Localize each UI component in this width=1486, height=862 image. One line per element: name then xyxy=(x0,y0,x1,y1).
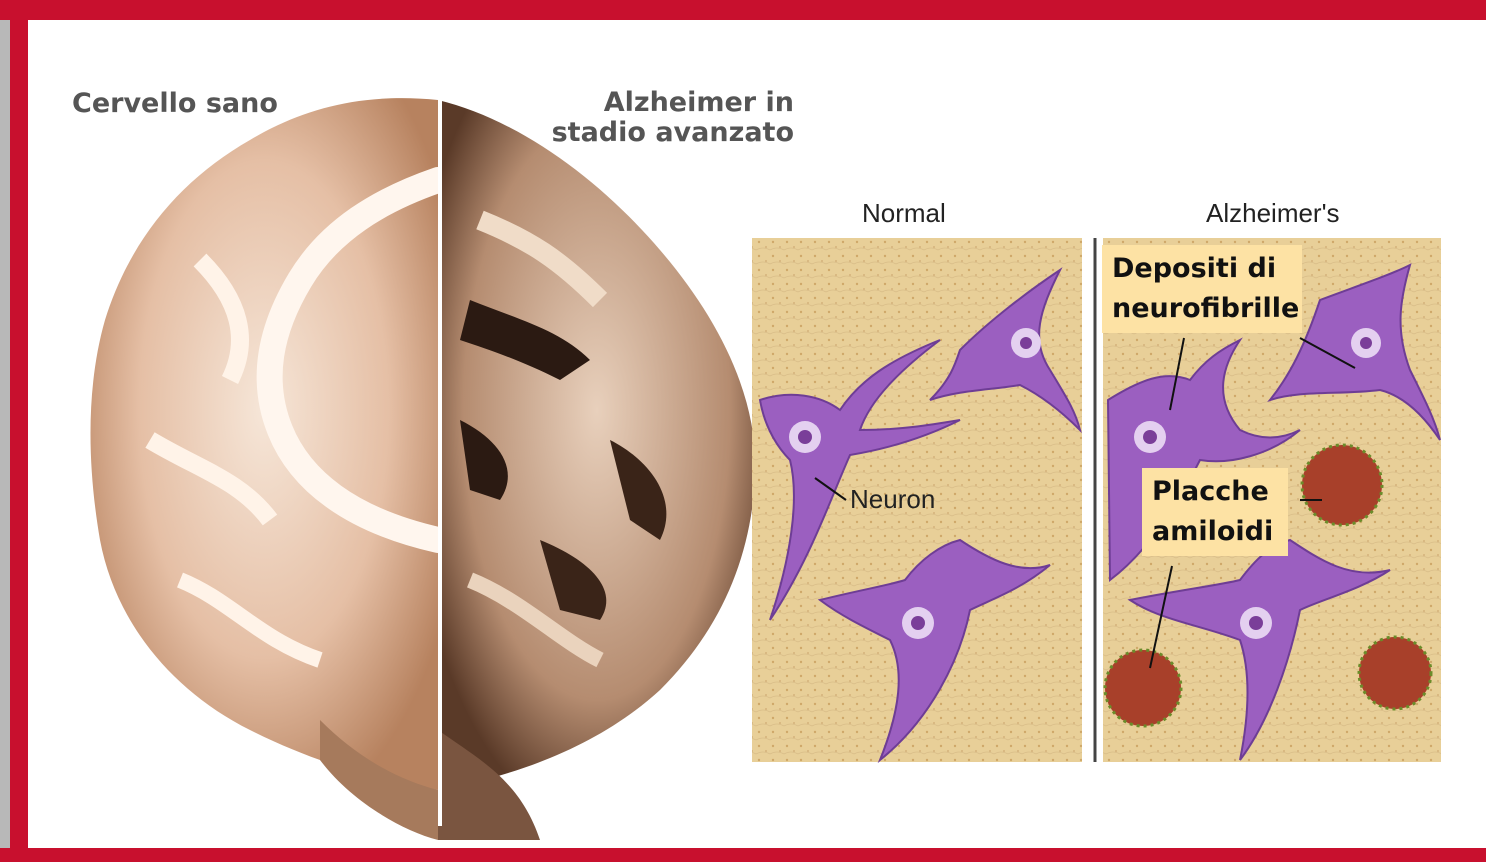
healthy-brain-half xyxy=(90,98,438,840)
alzheimer-panel-title: Alzheimer's xyxy=(1206,198,1340,229)
neuron-label: Neuron xyxy=(850,484,935,515)
neurofibril-deposits-callout: Depositi di neurofibrille xyxy=(1102,245,1302,333)
advanced-alzheimer-label: Alzheimer in stadio avanzato xyxy=(520,88,794,148)
plaques-callout-line1: Placche xyxy=(1152,472,1278,512)
neurofibril-callout-line2: neurofibrille xyxy=(1112,289,1292,329)
advanced-alzheimer-label-line1: Alzheimer in xyxy=(520,88,794,118)
advanced-alzheimer-label-line2: stadio avanzato xyxy=(520,118,794,148)
alzheimer-brain-half xyxy=(438,100,755,840)
normal-panel-title: Normal xyxy=(862,198,946,229)
healthy-brain-label: Cervello sano xyxy=(72,88,278,119)
plaques-callout-line2: amiloidi xyxy=(1152,512,1278,552)
neurofibril-callout-line1: Depositi di xyxy=(1112,249,1292,289)
amyloid-plaques-callout: Placche amiloidi xyxy=(1142,468,1288,556)
